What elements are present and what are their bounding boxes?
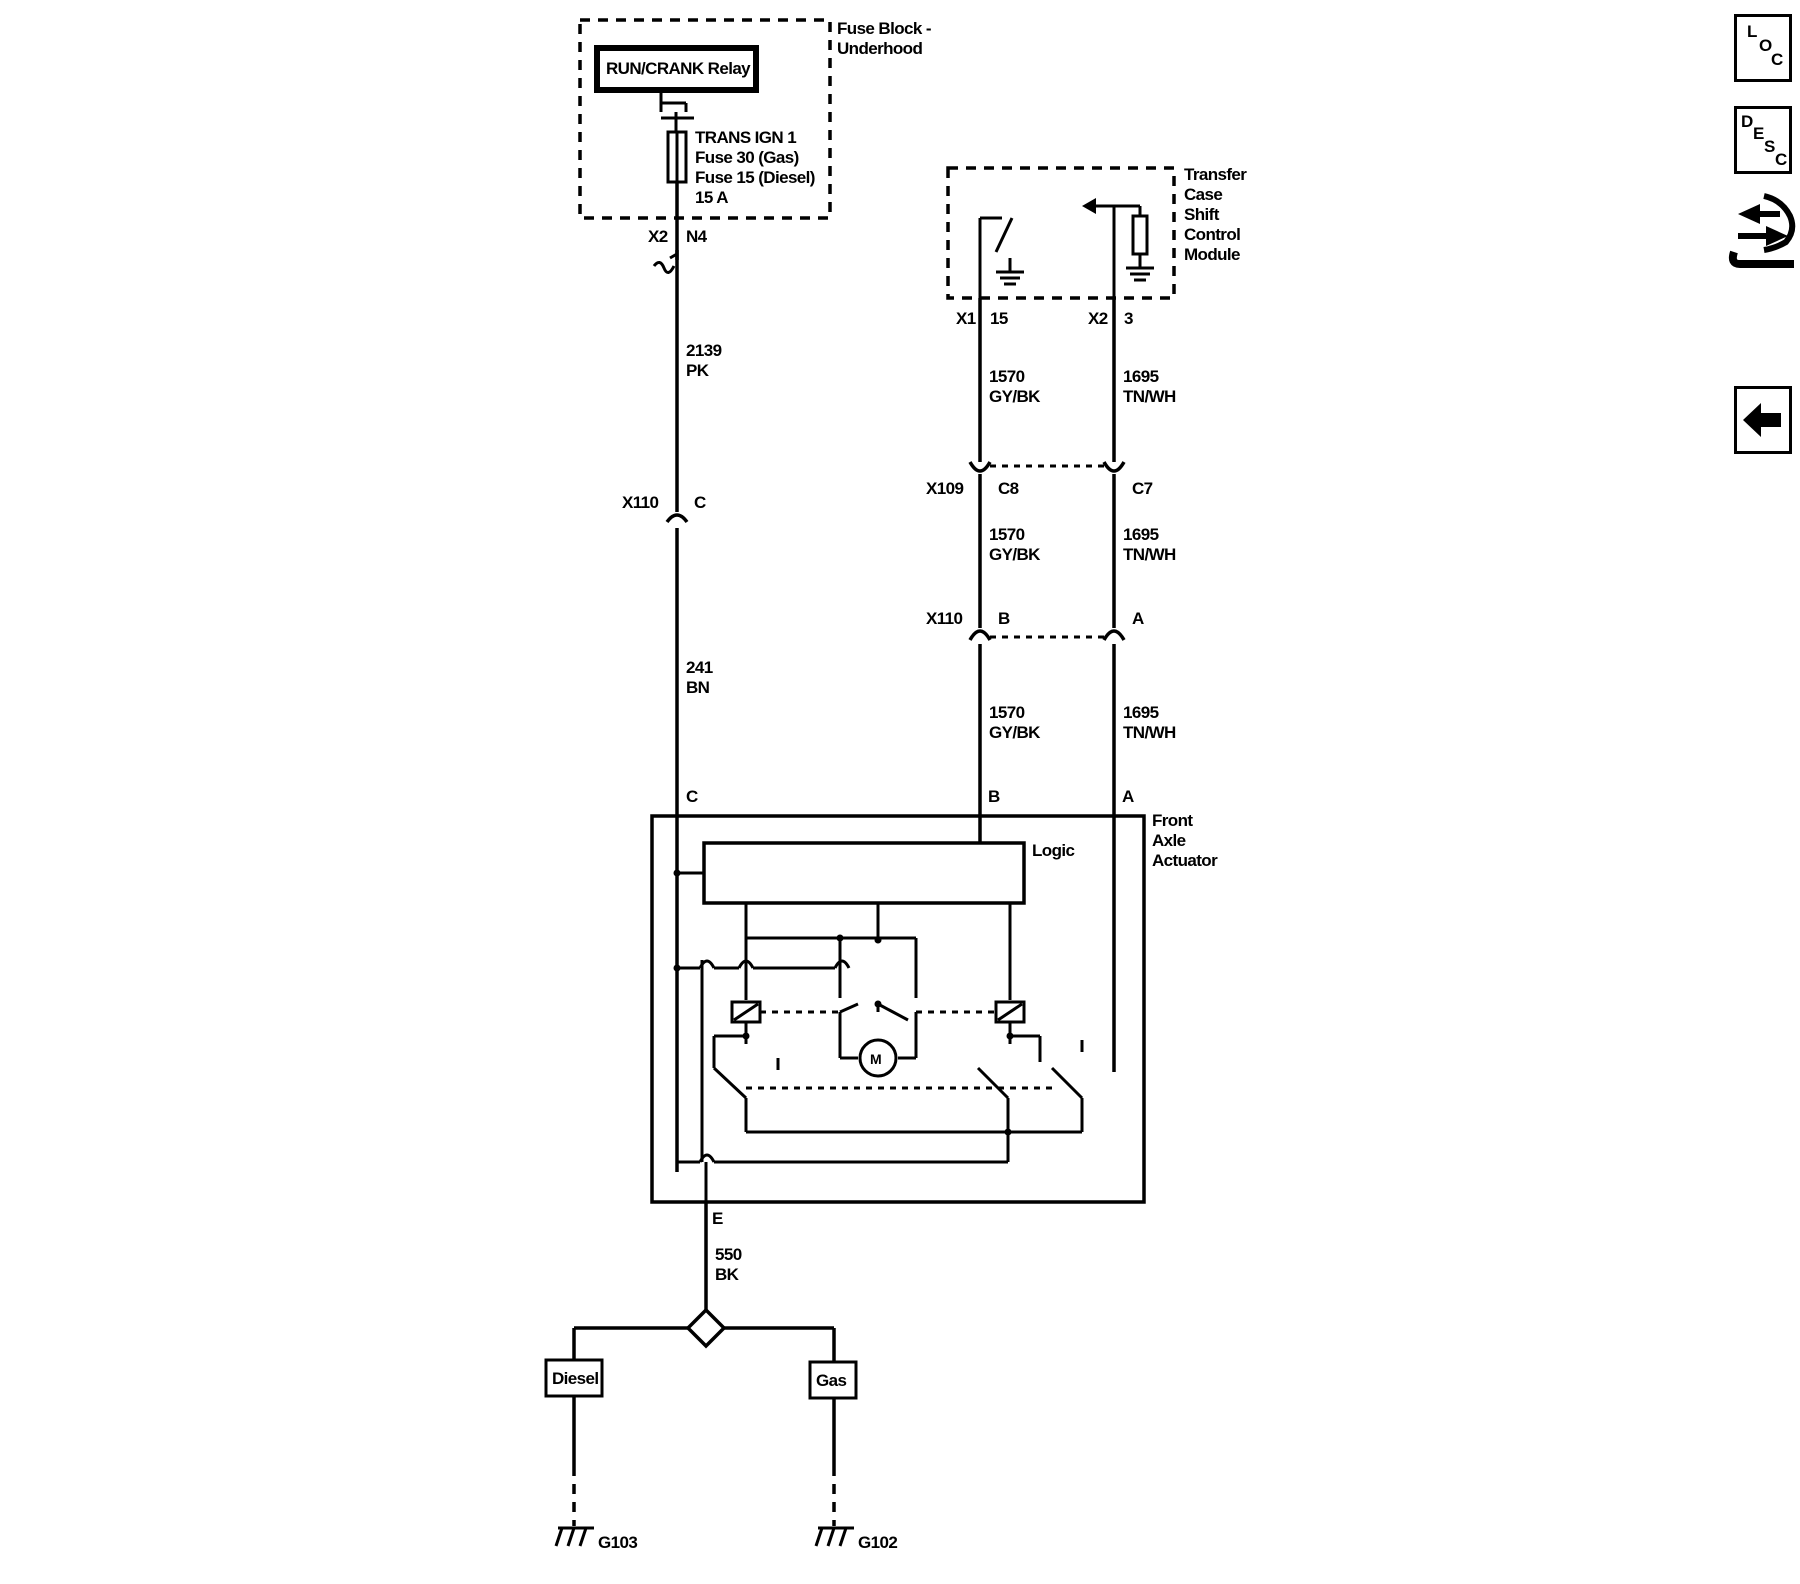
x110-pin-b: B: [998, 609, 1010, 628]
ground-g102-label: G102: [858, 1533, 897, 1552]
x109-pin-c8: C8: [998, 479, 1019, 498]
x110-label-left: X110: [622, 493, 659, 512]
fuse-block-title-2: Underhood: [837, 39, 922, 58]
resistor-to-ground-icon: [1082, 198, 1154, 298]
actuator-pin-e: E: [712, 1209, 723, 1228]
tcscm-label-1: Transfer: [1184, 165, 1247, 184]
wire-1570-circuit-3: 1570: [989, 703, 1025, 722]
tcscm-pin-15: 15: [990, 309, 1008, 328]
desc-letter-d: D: [1741, 112, 1754, 131]
actuator-label-1: Front: [1152, 811, 1193, 830]
run-crank-relay-box: [594, 45, 759, 93]
wire-2139-circuit: 2139: [686, 341, 722, 360]
fuse-block-connector: X2: [648, 227, 668, 246]
wire-241-color: BN: [686, 678, 710, 697]
location-button[interactable]: L O C: [1734, 14, 1792, 82]
wiring-diagram: Fuse Block - Underhood RUN/CRANK Relay T…: [544, 18, 1248, 1552]
gas-label: Gas: [816, 1371, 846, 1390]
actuator-pin-b: B: [988, 787, 1000, 806]
loc-letter-l: L: [1747, 22, 1758, 41]
tcscm-conn-x1: X1: [956, 309, 976, 328]
wire-241-circuit: 241: [686, 658, 713, 677]
fuse-block-title-1: Fuse Block -: [837, 19, 931, 38]
front-axle-actuator: C B A Front Axle Actuator Logic: [650, 787, 1219, 1228]
ground-g103-label: G103: [598, 1533, 637, 1552]
diesel-option-box: [544, 1358, 604, 1398]
connector-flow-icon: [1728, 193, 1796, 268]
description-button[interactable]: D E S C: [1734, 106, 1792, 174]
relay-contact-icon: [659, 90, 694, 132]
tcscm-label-2: Case: [1184, 185, 1222, 204]
actuator-outline: [650, 814, 1146, 1204]
diagnostic-flow-button[interactable]: [1724, 190, 1800, 272]
x110-pin-c: C: [694, 493, 706, 512]
tcscm-outline: [946, 166, 1176, 300]
motor-label: M: [870, 1051, 881, 1067]
logic-block: [702, 841, 1026, 905]
actuator-pin-c: C: [686, 787, 698, 806]
logic-label: Logic: [1032, 841, 1074, 860]
back-arrow-icon: [1743, 403, 1781, 437]
wire-1570-circuit-1: 1570: [989, 367, 1025, 386]
actuator-label-3: Actuator: [1152, 851, 1218, 870]
wire-1695-circuit-2: 1695: [1123, 525, 1159, 544]
fuse-block-underhood: Fuse Block - Underhood RUN/CRANK Relay T…: [578, 18, 931, 246]
ground-g103-icon: [554, 1526, 594, 1547]
fuse-block-pin: N4: [686, 227, 708, 246]
actuator-pin-a: A: [1122, 787, 1134, 806]
x109-connector: X109 C8 C7: [926, 461, 1153, 498]
wire-550-circuit: 550: [715, 1245, 742, 1264]
tcscm-pin-3: 3: [1124, 309, 1133, 328]
wire-1570-color-2: GY/BK: [989, 545, 1041, 564]
back-button[interactable]: [1734, 386, 1792, 454]
transfer-case-shift-control-module: Transfer Case Shift Control Module: [946, 165, 1248, 328]
tcscm-label-4: Control: [1184, 225, 1240, 244]
fuse-label-1: TRANS IGN 1: [695, 128, 796, 147]
fuse-label-3: Fuse 15 (Diesel): [695, 168, 815, 187]
wire-550-color: BK: [715, 1265, 740, 1284]
x109-label: X109: [926, 479, 963, 498]
desc-letter-c: C: [1775, 150, 1788, 169]
loc-letter-o: O: [1759, 36, 1773, 55]
actuator-label-2: Axle: [1152, 831, 1186, 850]
x109-pin-c7: C7: [1132, 479, 1153, 498]
fuse-block-outline: [578, 18, 832, 220]
switch-to-ground-icon: [978, 216, 1024, 298]
gas-option-box: [808, 1360, 858, 1400]
loc-letter-c: C: [1771, 50, 1784, 69]
x110b-label: X110: [926, 609, 963, 628]
wire-1695-color-1: TN/WH: [1123, 387, 1176, 406]
fuse-label-4: 15 A: [695, 188, 728, 207]
x110-pin-a: A: [1132, 609, 1144, 628]
tcscm-label-3: Shift: [1184, 205, 1220, 224]
motor-icon: [858, 1038, 898, 1078]
x110-ba-connector: X110 B A: [926, 609, 1145, 641]
connector-curl-icon: [652, 252, 678, 274]
diesel-label: Diesel: [552, 1369, 599, 1388]
wire-1695-color-2: TN/WH: [1123, 545, 1176, 564]
wire-1695-circuit-3: 1695: [1123, 703, 1159, 722]
splice-icon: [685, 1307, 727, 1349]
wire-1570-circuit-2: 1570: [989, 525, 1025, 544]
wire-2139-color: PK: [686, 361, 710, 380]
x110-c-connector-icon: [665, 513, 689, 524]
wire-1570-color-1: GY/BK: [989, 387, 1041, 406]
tcscm-label-5: Module: [1184, 245, 1240, 264]
fuse-label-2: Fuse 30 (Gas): [695, 148, 799, 167]
desc-letter-e: E: [1753, 124, 1765, 143]
wire-1695-circuit-1: 1695: [1123, 367, 1159, 386]
wire-1695-color-3: TN/WH: [1123, 723, 1176, 742]
ground-g102-icon: [814, 1526, 854, 1547]
run-crank-relay-label: RUN/CRANK Relay: [606, 59, 751, 78]
wire-1570-color-3: GY/BK: [989, 723, 1041, 742]
desc-letter-s: S: [1764, 137, 1776, 156]
tcscm-conn-x2: X2: [1088, 309, 1108, 328]
